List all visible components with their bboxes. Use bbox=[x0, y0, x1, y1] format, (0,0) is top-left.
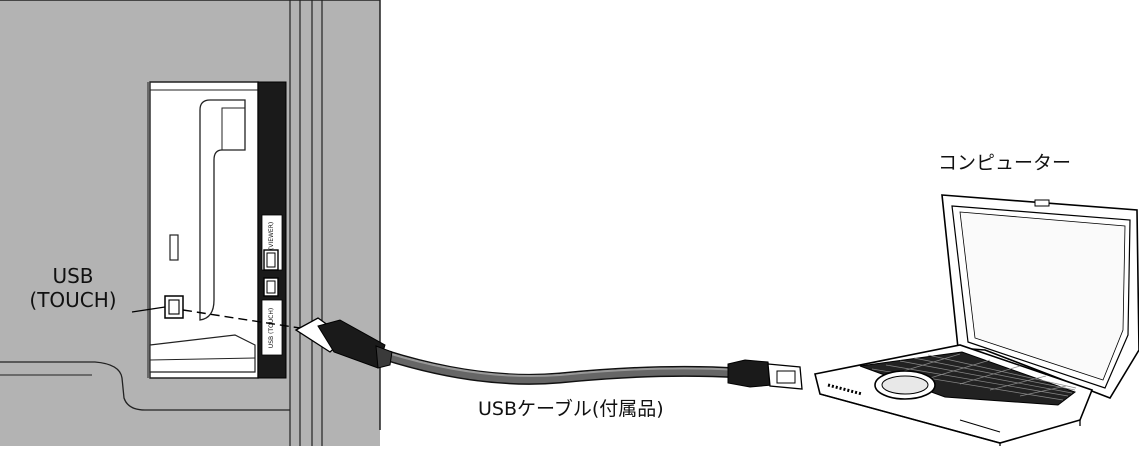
usb-touch-label-line1: USB bbox=[52, 264, 94, 288]
usb-cable bbox=[379, 349, 746, 385]
port-label-viewer: USB (VIEWER) bbox=[268, 222, 275, 264]
usb-touch-label: USB (TOUCH) bbox=[14, 264, 132, 312]
laptop bbox=[814, 194, 1139, 446]
cable-label: USBケーブル(付属品) bbox=[478, 398, 664, 420]
leader-line bbox=[131, 306, 166, 313]
dash-line bbox=[182, 309, 301, 329]
usb-touch-label-line2: (TOUCH) bbox=[29, 288, 117, 312]
computer-label: コンピューター bbox=[938, 152, 1072, 174]
usb-touch-port-panel bbox=[164, 295, 184, 319]
usb-b-connector bbox=[294, 317, 393, 369]
terminal-cover bbox=[147, 81, 259, 379]
usb-viewer-port bbox=[263, 249, 279, 271]
port-label-touch: USB (TOUCH) bbox=[268, 308, 275, 348]
usb-a-connector bbox=[727, 359, 803, 390]
terminal-strip bbox=[257, 81, 287, 379]
usb-touch-port bbox=[263, 277, 279, 297]
